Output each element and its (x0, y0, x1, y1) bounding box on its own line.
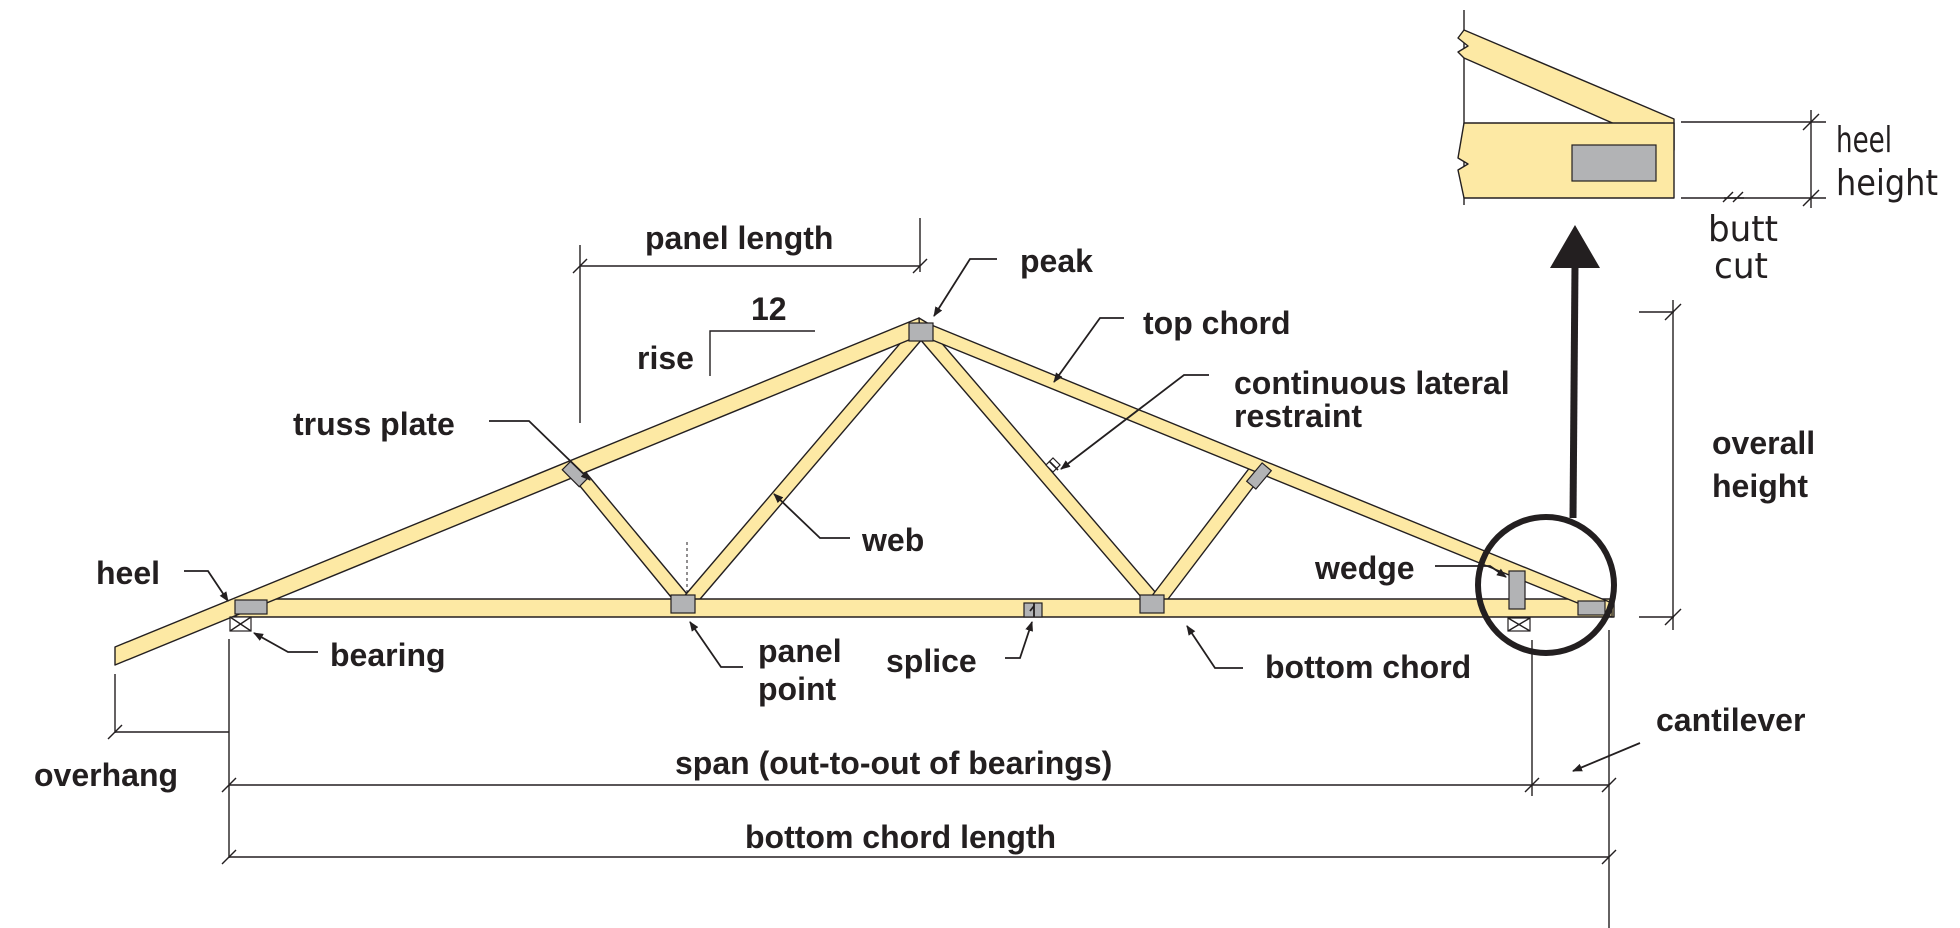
web-right-short (1147, 461, 1267, 608)
heel-label: heel (96, 555, 160, 591)
butt-cut-label-line2: cut (1714, 246, 1768, 287)
clr-marker (1045, 457, 1061, 473)
truss-plate-panel-point-left (670, 594, 696, 614)
heel-height-label-line2: height (1836, 163, 1938, 204)
bearing-right (1507, 617, 1531, 632)
labels: panel length peak 12 rise top chord trus… (34, 120, 1938, 855)
leader-top-chord (1053, 317, 1124, 383)
truss-plate-right-heel (1577, 600, 1606, 616)
truss-plate-left-heel (234, 599, 268, 615)
panel-point-label-line1: panel (758, 633, 842, 669)
splice-plate (1023, 602, 1043, 618)
leader-bottom-chord (1186, 625, 1243, 669)
bottom-chord (235, 598, 1615, 618)
bearing-symbols (229, 616, 1531, 632)
dimension-lines (107, 218, 1682, 928)
leader-heel (184, 570, 229, 602)
splice-detail (1023, 602, 1043, 618)
web-left-short (565, 461, 693, 609)
leader-cantilever (1572, 742, 1641, 772)
leader-peak (933, 258, 997, 317)
heel-detail-truss-plate (1571, 144, 1657, 182)
panel-point-label-line2: point (758, 671, 837, 707)
wedge-block (1508, 570, 1526, 610)
truss-plate-panel-point-right (1139, 594, 1165, 614)
span-label: span (out-to-out of bearings) (675, 745, 1112, 781)
leader-bearing (253, 632, 318, 653)
peak-label: peak (1020, 243, 1093, 279)
heel-detail-inset (1457, 10, 1826, 208)
callout-arrow (1550, 225, 1600, 519)
leader-web (773, 493, 850, 539)
overall-height-label-line1: overall (1712, 425, 1815, 461)
bottom-chord-label: bottom chord (1265, 649, 1471, 685)
wedge-label: wedge (1314, 550, 1415, 586)
splice-label: splice (886, 643, 977, 679)
leader-truss-plate (489, 420, 591, 481)
truss-plate-label: truss plate (293, 406, 455, 442)
overhang-label: overhang (34, 757, 178, 793)
truss-plates (234, 322, 1606, 616)
bearing-label: bearing (330, 637, 446, 673)
truss-plate-right-top (1245, 462, 1273, 490)
cantilever-label: cantilever (1656, 702, 1805, 738)
bearing-left (229, 616, 252, 632)
callout-arrow-head-icon (1550, 225, 1600, 268)
overall-height-label-line2: height (1712, 468, 1808, 504)
top-chord-label: top chord (1143, 305, 1291, 341)
pitch-run-label: 12 (751, 291, 787, 327)
panel-length-label: panel length (645, 220, 833, 256)
leader-panel-point (689, 621, 743, 668)
pitch-rise-label: rise (637, 340, 694, 376)
leader-lines (184, 258, 1641, 772)
heel-detail-callout-circle (1475, 514, 1617, 656)
heel-height-label-line1: heel (1836, 120, 1892, 161)
butt-cut-label-line1: butt (1708, 209, 1778, 250)
truss-plate-peak (908, 322, 934, 342)
clr-label-line2: restraint (1234, 398, 1362, 434)
web-label: web (861, 522, 924, 558)
clr-label-line1: continuous lateral (1234, 365, 1510, 401)
leader-splice (1005, 621, 1033, 659)
leader-clr (1060, 374, 1209, 470)
pitch-triangle (709, 330, 815, 376)
leader-wedge (1435, 565, 1507, 578)
bottom-chord-length-label: bottom chord length (745, 819, 1056, 855)
